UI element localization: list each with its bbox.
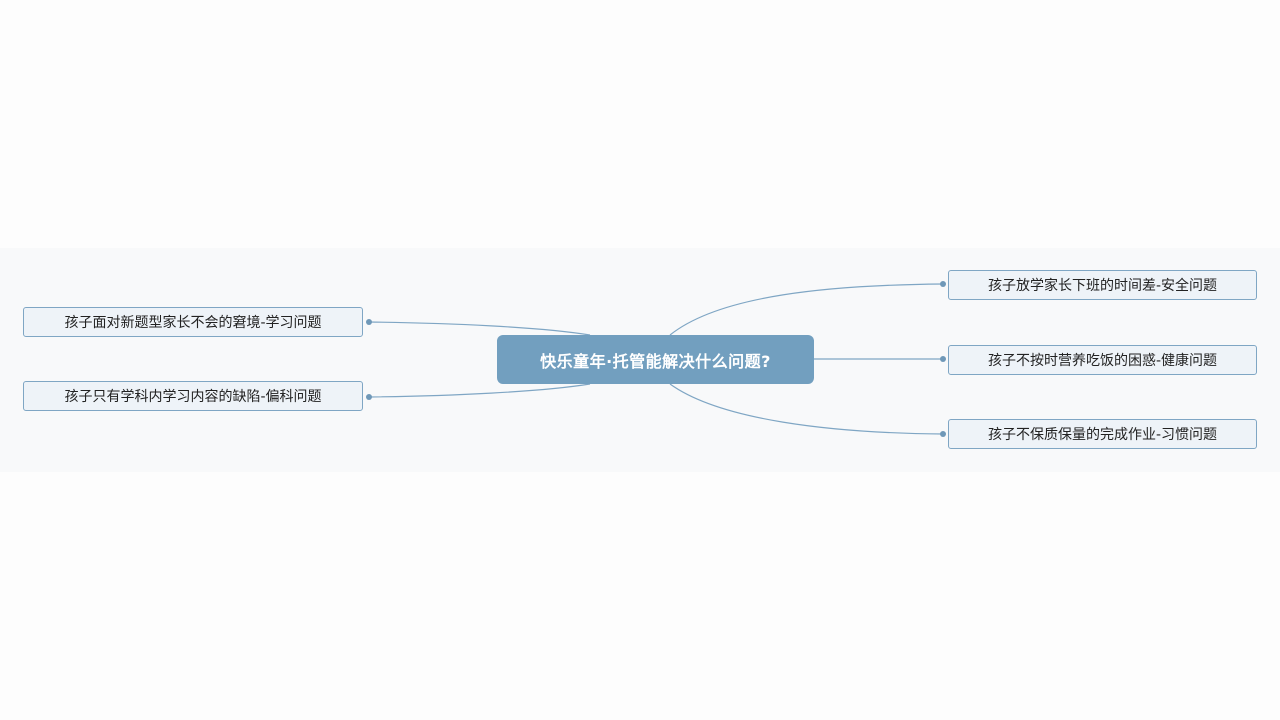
connector-dot-right-1 bbox=[940, 281, 946, 287]
connector-dot-right-2 bbox=[940, 356, 946, 362]
connector-dot-right-3 bbox=[940, 431, 946, 437]
topic-habit-problem[interactable]: 孩子不保质保量的完成作业-习惯问题 bbox=[948, 419, 1257, 449]
connector-dot-left-2 bbox=[366, 394, 372, 400]
central-topic[interactable]: 快乐童年·托管能解决什么问题? bbox=[497, 335, 814, 384]
topic-subject-bias-problem[interactable]: 孩子只有学科内学习内容的缺陷-偏科问题 bbox=[23, 381, 363, 411]
connector-dot-left-1 bbox=[366, 319, 372, 325]
topic-health-problem[interactable]: 孩子不按时营养吃饭的困惑-健康问题 bbox=[948, 345, 1257, 375]
connector-left-2 bbox=[368, 383, 591, 398]
connector-right-1 bbox=[669, 283, 944, 336]
topic-safety-problem[interactable]: 孩子放学家长下班的时间差-安全问题 bbox=[948, 270, 1257, 300]
topic-learning-problem[interactable]: 孩子面对新题型家长不会的窘境-学习问题 bbox=[23, 307, 363, 337]
connector-left-1 bbox=[368, 321, 591, 336]
connector-right-3 bbox=[669, 383, 944, 435]
